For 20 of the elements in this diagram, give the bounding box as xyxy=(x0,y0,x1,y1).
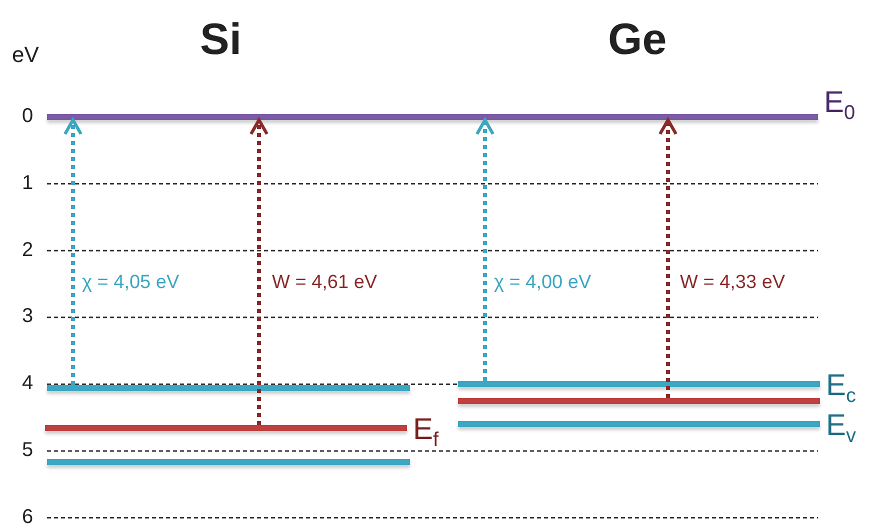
tick-label: 6 xyxy=(22,506,34,527)
dotted-arrow xyxy=(475,118,495,381)
level-label: E$_{f}$ xyxy=(413,415,439,450)
tick-label: 2 xyxy=(22,240,34,260)
tick-label: 5 xyxy=(22,440,34,460)
tick-label: 0 xyxy=(22,106,34,126)
edge-label: χ = 4,05 eV xyxy=(80,273,182,294)
tick-label: 1 xyxy=(22,172,34,193)
dotted-arrow xyxy=(249,118,269,425)
dotted-arrow xyxy=(658,118,678,398)
material-heading: Si xyxy=(200,18,242,62)
level-label: E$_{v}$ xyxy=(826,411,856,446)
edge-label: χ = 4,00 eV xyxy=(492,273,594,294)
tick-label: 4 xyxy=(22,373,34,394)
material-heading: Ge xyxy=(608,18,667,62)
level-label: E$_{c}$ xyxy=(826,371,856,406)
level-label: E$_{0}$ xyxy=(824,88,856,123)
axis-unit: eV xyxy=(12,44,39,66)
tick-label: 3 xyxy=(22,306,34,326)
dotted-arrow xyxy=(63,118,83,385)
